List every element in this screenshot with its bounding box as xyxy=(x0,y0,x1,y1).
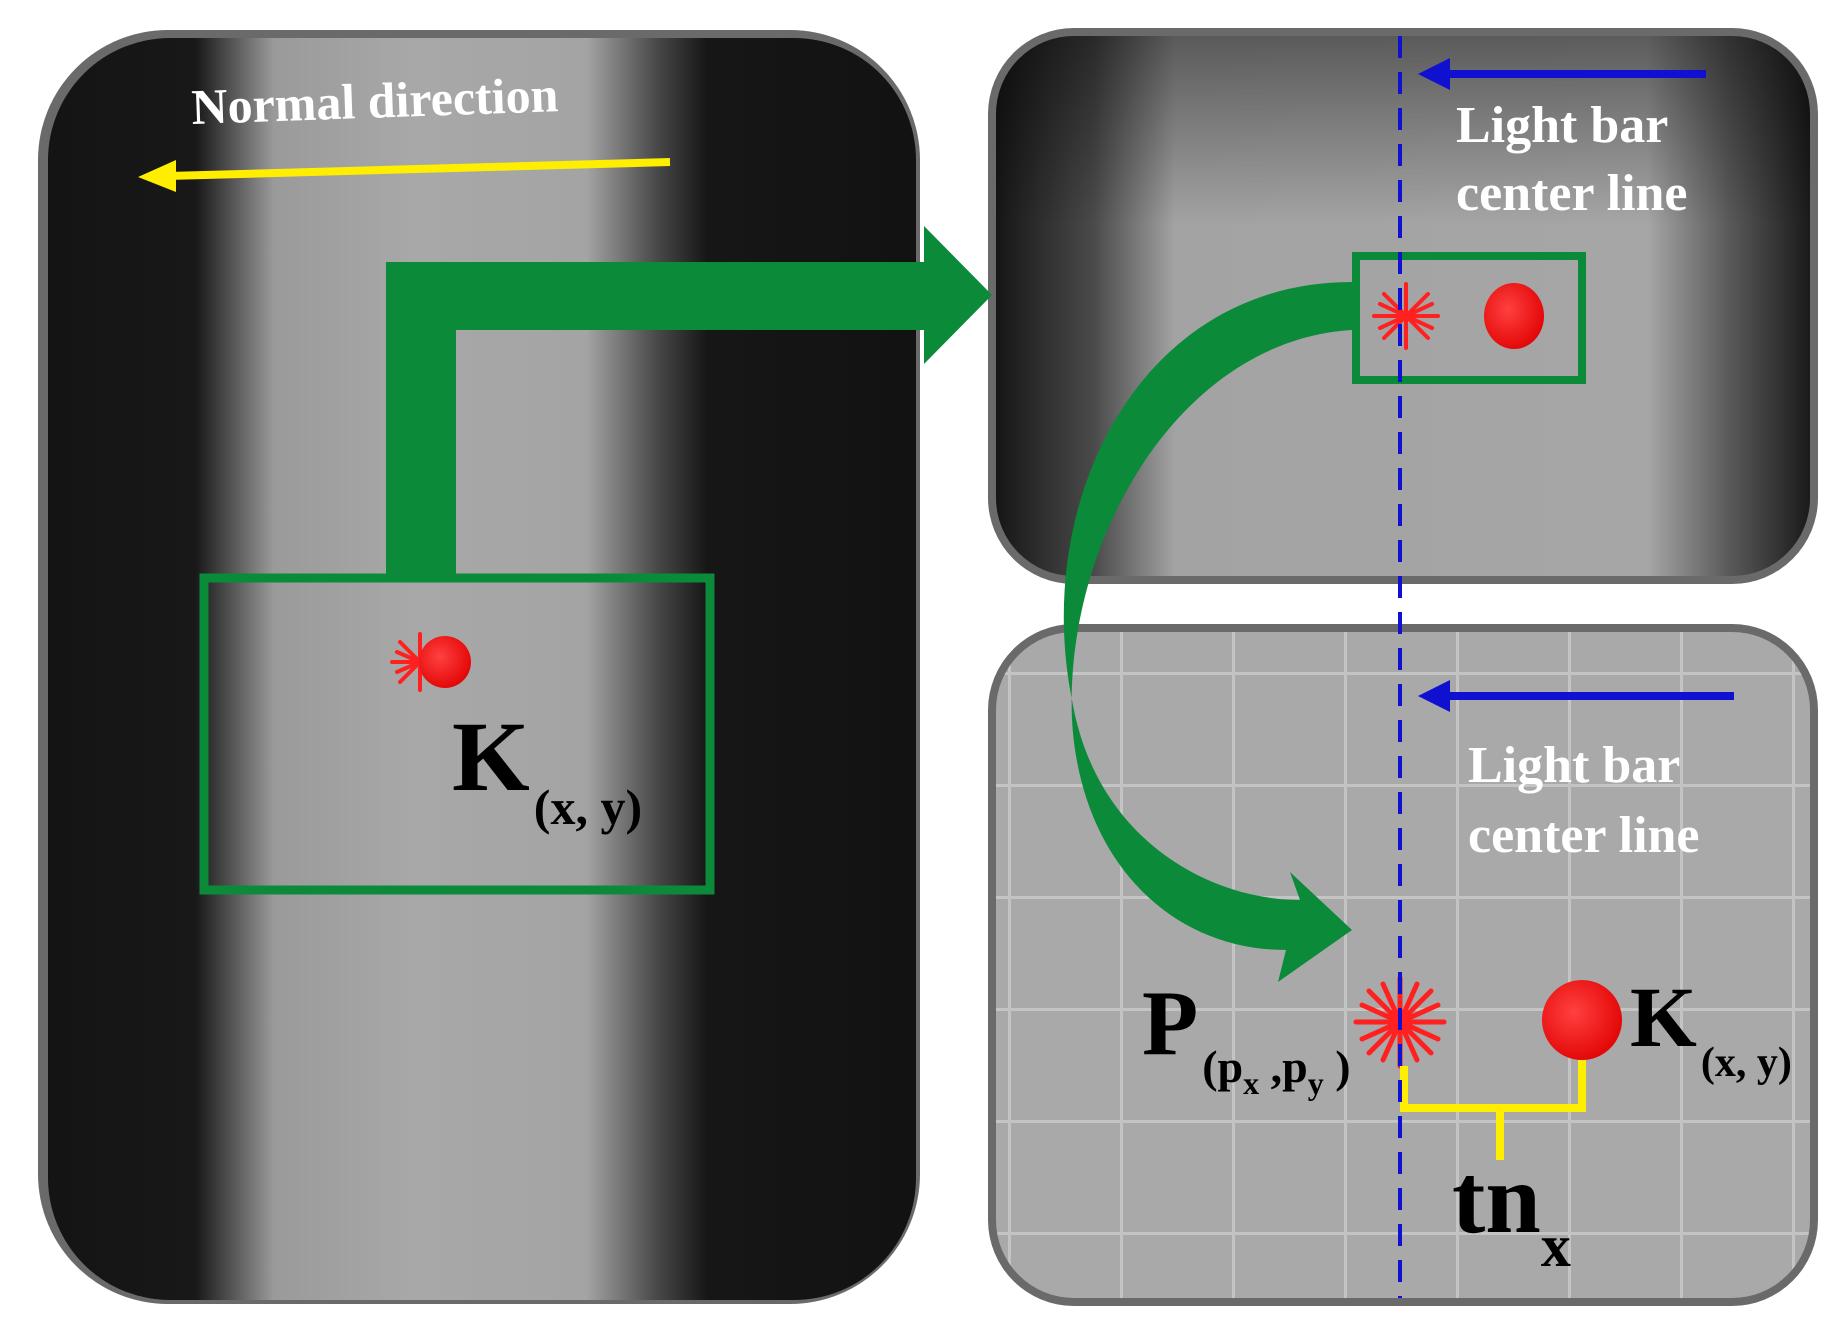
red-dot-left xyxy=(419,636,471,688)
star-marker-top xyxy=(1372,282,1440,350)
p-sub-close: ) xyxy=(1324,1041,1351,1092)
light-bar-label-bottom-1: Light bar xyxy=(1468,737,1680,794)
red-dot-bottom xyxy=(1542,980,1622,1060)
distance-bracket xyxy=(1400,1060,1586,1160)
light-bar-arrow-top xyxy=(1418,58,1706,90)
top-roi-box xyxy=(1352,252,1586,384)
normal-direction-arrow xyxy=(138,158,671,192)
calibration-grid-image xyxy=(996,632,1810,1298)
light-bar-label-top-2: center line xyxy=(1456,165,1688,222)
k-letter-bottom: K xyxy=(1630,969,1697,1065)
k-subscript-bottom: (x, y) xyxy=(1701,1040,1792,1086)
light-bar-label-bottom-2: center line xyxy=(1468,807,1700,864)
left-panel: Normal direction K(x, y) xyxy=(38,30,920,1304)
light-bar-label-top-1: Light bar xyxy=(1456,97,1668,154)
red-dot-top xyxy=(1484,283,1544,349)
light-bar-arrow-bottom xyxy=(1418,680,1734,712)
k-label-bottom: K(x, y) xyxy=(1630,969,1792,1086)
normal-direction-label: Normal direction xyxy=(190,66,559,135)
light-bar-image-left xyxy=(48,38,916,1300)
top-right-panel: Light bar center line xyxy=(988,28,1818,584)
tn-letters: tn xyxy=(1452,1143,1541,1254)
p-letter: P xyxy=(1142,972,1198,1074)
k-letter-left: K xyxy=(452,701,530,812)
k-label-left: K(x, y) xyxy=(452,701,642,835)
k-subscript-left: (x, y) xyxy=(534,779,642,835)
tn-label: tnx xyxy=(1452,1143,1571,1279)
p-sub-y: y xyxy=(1308,1065,1324,1101)
left-roi-box xyxy=(199,573,715,895)
p-sub-open: (p xyxy=(1202,1041,1243,1092)
bottom-right-panel: Light bar center line P(px ,py ) K(x, y)… xyxy=(988,624,1818,1306)
green-elbow-arrow xyxy=(386,226,992,578)
p-label: P(px ,py ) xyxy=(1142,972,1351,1101)
green-curved-arrow xyxy=(1063,282,1352,982)
p-sub-x: x xyxy=(1243,1065,1259,1101)
p-sub-mid: ,p xyxy=(1259,1041,1308,1092)
tn-subscript: x xyxy=(1541,1213,1571,1279)
